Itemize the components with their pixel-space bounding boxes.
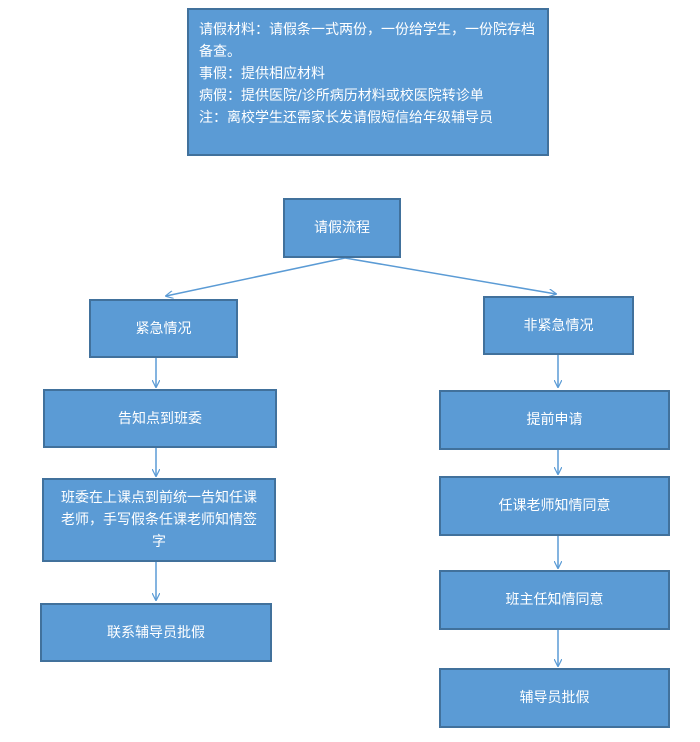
right-step-teacher: 任课老师知情同意 (439, 476, 670, 536)
note-leaving-school: 注：离校学生还需家长发请假短信给年级辅导员 (199, 110, 493, 126)
note-sick-leave: 病假：提供医院/诊所病历材料或校医院转诊单 (199, 88, 484, 104)
right-step-apply: 提前申请 (439, 390, 670, 450)
left-step-approval: 联系辅导员批假 (40, 603, 272, 662)
arrow-root-to-nonurgent (344, 257, 556, 294)
left-step-class-committee: 班委在上课点到前统一告知任课老师，手写假条任课老师知情签字 (42, 478, 276, 562)
note-materials: 请假材料：请假条一式两份，一份给学生，一份院存档备查。 (199, 22, 535, 60)
note-personal-leave: 事假：提供相应材料 (199, 66, 325, 82)
non-urgent-box: 非紧急情况 (483, 296, 634, 355)
root-box: 请假流程 (283, 198, 401, 258)
left-step-notify: 告知点到班委 (43, 389, 277, 448)
right-step-approval: 辅导员批假 (439, 668, 670, 728)
urgent-box: 紧急情况 (89, 299, 238, 358)
arrow-root-to-urgent (166, 257, 346, 296)
notes-box: 请假材料：请假条一式两份，一份给学生，一份院存档备查。 事假：提供相应材料 病假… (187, 8, 549, 156)
right-step-head-teacher: 班主任知情同意 (439, 570, 670, 630)
